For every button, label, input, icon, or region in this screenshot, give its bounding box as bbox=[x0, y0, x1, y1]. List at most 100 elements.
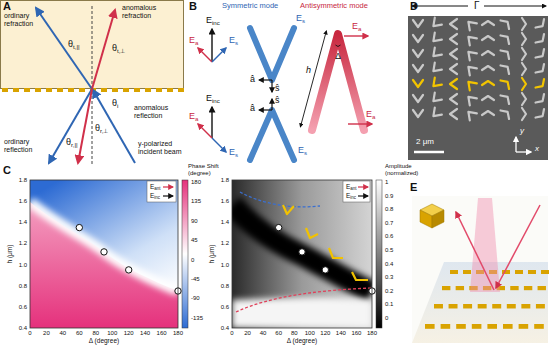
phase-map-line bbox=[163, 195, 173, 196]
phase-map-g-rect bbox=[30, 180, 178, 328]
panel-b-art-path bbox=[250, 110, 294, 160]
amplitude-map-line bbox=[358, 186, 368, 187]
panel-b-art-line bbox=[300, 31, 326, 127]
panel-a-art-line bbox=[49, 89, 92, 163]
ray-label: anomalous reflection bbox=[134, 104, 182, 119]
field-label: Ea bbox=[366, 110, 375, 120]
amplitude-map-path bbox=[240, 192, 320, 207]
panel-b-art-line bbox=[271, 80, 272, 92]
unit-vector: â bbox=[250, 75, 255, 85]
axis-tick: 160 bbox=[157, 330, 167, 337]
render-3d-polygon bbox=[470, 198, 500, 292]
panel-letter: A bbox=[3, 0, 11, 12]
render-3d-line bbox=[496, 205, 540, 288]
render-3d-polygon bbox=[420, 210, 432, 228]
dimension-label: h bbox=[306, 66, 311, 76]
colorbar-tick: 180 bbox=[191, 179, 201, 186]
amplitude-map-circle bbox=[322, 267, 328, 273]
phase-map-g-path bbox=[30, 202, 178, 291]
axis-title: Δ (degree) bbox=[89, 337, 119, 344]
unit-vector: â bbox=[250, 104, 255, 114]
axis-tick: 0.4 bbox=[221, 325, 229, 332]
amplitude-map-circle bbox=[276, 224, 282, 230]
panel-b-art-line bbox=[259, 109, 272, 110]
field-label: Es bbox=[296, 14, 305, 24]
colorbar-tick: -135 bbox=[191, 315, 203, 322]
colorbar-tick: 0.2 bbox=[385, 288, 393, 295]
field-label: Einc bbox=[206, 16, 220, 26]
axis-tick: 0 bbox=[230, 330, 233, 337]
axis-tick: 100 bbox=[305, 330, 315, 337]
axis-tick: 80 bbox=[92, 330, 99, 337]
colorbar-tick: 135 bbox=[191, 198, 201, 205]
axis-tick: 1.2 bbox=[221, 240, 229, 247]
axis-tick: 0.4 bbox=[19, 325, 27, 332]
field-label: Ea bbox=[189, 36, 198, 46]
axis-tick: 100 bbox=[107, 330, 117, 337]
sem-image-use bbox=[413, 18, 547, 31]
sem-image-line bbox=[414, 151, 444, 154]
render-3d bbox=[412, 196, 549, 343]
ray-label: ordinary refraction bbox=[4, 12, 50, 27]
panel-a-art-line bbox=[36, 8, 92, 89]
angle-label: θr,⊥ bbox=[95, 124, 108, 134]
axis-tick: 140 bbox=[140, 330, 150, 337]
axis-title: h (μm) bbox=[6, 245, 13, 264]
panel-letter: C bbox=[3, 164, 11, 176]
amplitude-map-g-path bbox=[232, 205, 372, 292]
axis-tick: 1.8 bbox=[19, 177, 27, 184]
axis-tick: 140 bbox=[336, 330, 346, 337]
axis-title: h (μm) bbox=[208, 245, 215, 264]
dimension-label: Δ bbox=[335, 52, 341, 62]
phase-map-g bbox=[30, 180, 178, 328]
angle-label: θr,|| bbox=[66, 138, 78, 148]
colorbar-tick: 0 bbox=[191, 256, 194, 263]
amplitude-map-g-path bbox=[232, 298, 372, 328]
amplitude-map-line bbox=[358, 195, 368, 196]
phase-map bbox=[30, 180, 188, 328]
axis-tick: 180 bbox=[367, 330, 377, 337]
inset-label: Einc bbox=[346, 192, 356, 199]
panel-b-art-path bbox=[336, 45, 341, 47]
sem-image-line bbox=[484, 6, 546, 7]
colorbar-title: Phase Shift (degree) bbox=[188, 163, 234, 176]
amplitude-map-path bbox=[236, 288, 372, 312]
axis-tick: 0.8 bbox=[221, 282, 229, 289]
colorbar-tick: 0 bbox=[385, 315, 388, 322]
amplitude-map-g bbox=[232, 180, 372, 328]
panel-a-art-line bbox=[78, 89, 92, 163]
axis-tick: 20 bbox=[43, 330, 50, 337]
sem-image bbox=[408, 6, 548, 160]
sem-image-use bbox=[413, 63, 547, 76]
render-3d-use bbox=[450, 270, 549, 274]
amplitude-map-g-rect bbox=[232, 180, 372, 328]
axis-tick: 40 bbox=[60, 330, 67, 337]
ray-label: anomalous refraction bbox=[122, 4, 180, 19]
axis-tick: 20 bbox=[244, 330, 251, 337]
axis-tick: 1.6 bbox=[221, 198, 229, 205]
panel-b-art-line bbox=[211, 29, 212, 62]
inset-label: Eant bbox=[346, 183, 356, 190]
colorbar-tick: 0.5 bbox=[385, 247, 393, 254]
axis-tick: 60 bbox=[275, 330, 282, 337]
axis-tick: 1.0 bbox=[221, 261, 229, 268]
scale-label: 2 μm bbox=[416, 138, 434, 147]
field-label: Ea bbox=[189, 112, 198, 122]
panel-b-art-path bbox=[312, 34, 364, 130]
axis-tick: 1.6 bbox=[19, 198, 27, 205]
phase-map-rect bbox=[30, 180, 178, 328]
axis-tick: 0.6 bbox=[19, 304, 27, 311]
angle-label: θt,|| bbox=[68, 40, 80, 50]
phase-map-rect bbox=[182, 180, 188, 328]
panel-a-art-line bbox=[92, 10, 115, 89]
axis-label: x bbox=[535, 145, 539, 154]
phase-map-rect bbox=[147, 181, 176, 202]
field-label: Ea bbox=[352, 22, 361, 32]
axis-tick: 0.8 bbox=[19, 282, 27, 289]
phase-map-circle bbox=[101, 249, 107, 255]
colorbar-tick: 0.1 bbox=[385, 301, 393, 308]
field-label: Es bbox=[229, 36, 238, 46]
colorbar-tick: 0.4 bbox=[385, 260, 393, 267]
axis-tick: 1.2 bbox=[19, 240, 27, 247]
